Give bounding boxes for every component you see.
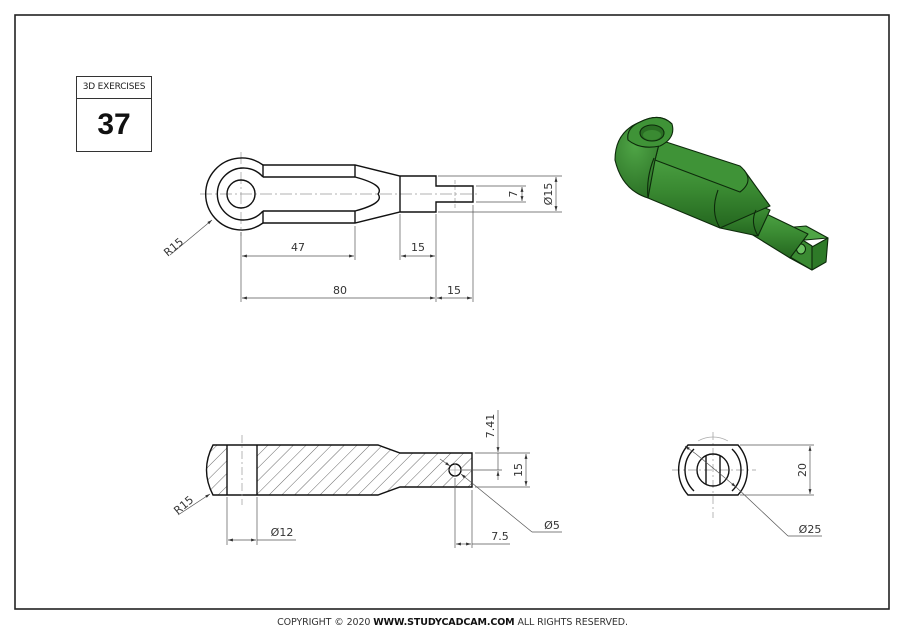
dim-20: 20 (796, 463, 809, 477)
dim-7-41: 7.41 (484, 414, 497, 439)
dim-7-5: 7.5 (491, 530, 509, 543)
dim-80: 80 (333, 284, 347, 297)
dim-dia-15: Ø15 (542, 183, 555, 206)
sheet-border (14, 14, 890, 610)
exercise-badge: 3D EXERCISES 37 (76, 76, 152, 152)
footer-site-link[interactable]: WWW.STUDYCADCAM.COM (373, 617, 515, 628)
top-view-dimensions (169, 175, 562, 302)
dim-15-tip: 15 (447, 284, 461, 297)
dim-r15-top: R15 (161, 235, 186, 259)
isometric-view (614, 116, 829, 271)
section-view-dim-text: Ø12 7.5 Ø5 15 7.41 R15 (171, 414, 560, 543)
end-view (672, 432, 756, 518)
badge-number: 37 (97, 108, 131, 141)
section-view (205, 435, 473, 505)
dim-15-step: 15 (411, 241, 425, 254)
section-view-dimensions (177, 410, 562, 548)
top-view-dim-text: 47 15 80 15 7 Ø15 R15 (161, 183, 555, 297)
dim-47: 47 (291, 241, 305, 254)
dim-r15-section: R15 (171, 493, 196, 517)
dim-dia-5: Ø5 (544, 519, 560, 532)
top-view (200, 152, 480, 236)
badge-label: 3D EXERCISES (77, 77, 151, 99)
end-view-dimensions (684, 444, 822, 537)
dim-dia-12: Ø12 (271, 526, 294, 539)
footer-suffix: ALL RIGHTS RESERVED. (517, 617, 628, 628)
end-view-dim-text: 20 Ø25 (796, 463, 821, 536)
dim-7: 7 (507, 191, 520, 198)
copyright-footer: COPYRIGHT © 2020 WWW.STUDYCADCAM.COM ALL… (0, 617, 905, 628)
dim-15-section: 15 (512, 463, 525, 477)
footer-prefix: COPYRIGHT © 2020 (277, 617, 371, 628)
dim-dia-25: Ø25 (799, 523, 822, 536)
